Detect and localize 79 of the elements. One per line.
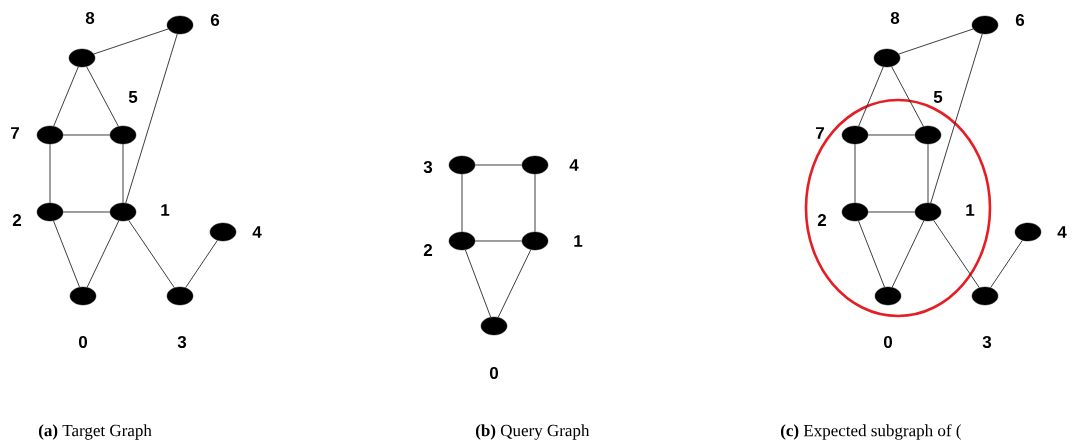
graph-vertex (1014, 222, 1042, 242)
graph-vertex (36, 202, 64, 222)
vertex-number: 2 (817, 214, 827, 226)
graph-vertex (166, 15, 194, 35)
edge-line (474, 240, 523, 242)
edge-line (53, 220, 80, 288)
vertex-number: 8 (890, 11, 900, 24)
edge-line (933, 219, 980, 289)
graph-vertex (448, 231, 476, 251)
graph-vertex (209, 222, 237, 242)
vertex-number: 1 (161, 204, 170, 216)
edge-line (867, 211, 916, 213)
edge-line (464, 249, 492, 318)
vertex-number: 3 (177, 335, 187, 348)
vertex-number: 0 (883, 335, 893, 348)
vertex-number: 4 (569, 159, 579, 171)
graph-vertex (873, 48, 901, 68)
graph-vertex (914, 202, 942, 222)
caption: (a) Target Graph (38, 424, 152, 440)
vertex-number: 6 (1015, 13, 1025, 26)
vertex-number: 6 (210, 13, 220, 26)
graph-vertex (841, 202, 869, 222)
edge-line (62, 134, 111, 136)
edge-line (867, 134, 916, 136)
vertex-number: 7 (11, 127, 19, 139)
vertex-number: 7 (816, 127, 824, 139)
caption: (b) Query Graph (475, 424, 590, 440)
graph-vertex (69, 286, 97, 306)
vertex-number: 4 (252, 226, 262, 238)
vertex-number: 5 (128, 91, 138, 103)
edge-line (497, 249, 532, 318)
edge-line (122, 143, 124, 204)
edge-line (927, 143, 929, 204)
edge-line (898, 28, 974, 55)
vertex-number: 3 (982, 335, 992, 348)
edge-line (534, 173, 536, 233)
graph-vertex (874, 286, 902, 306)
vertex-number: 3 (423, 160, 433, 173)
edge-line (990, 239, 1023, 289)
graph-vertex (109, 202, 137, 222)
graph-vertex (448, 155, 476, 175)
graph-vertex (109, 125, 137, 145)
graph-vertex (521, 155, 549, 175)
edge-line (854, 143, 856, 204)
edge-line (128, 219, 175, 289)
vertex-number: 8 (85, 11, 95, 24)
vertex-number: 5 (933, 91, 943, 103)
graph-vertex (68, 48, 96, 68)
vertex-number: 2 (12, 214, 22, 226)
edge-line (185, 239, 218, 289)
edge-line (858, 66, 884, 127)
graph-vertex (166, 286, 194, 306)
edge-line (891, 220, 925, 288)
edge-line (858, 220, 885, 288)
vertex-number: 4 (1057, 226, 1067, 238)
edge-line (53, 66, 79, 127)
edge-line (125, 33, 178, 204)
graph-vertex (480, 316, 508, 336)
vertex-number: 1 (574, 235, 583, 247)
edge-line (86, 66, 119, 127)
graph-vertex (841, 125, 869, 145)
vertex-number: 0 (78, 335, 88, 348)
edge-line (86, 220, 120, 288)
vertex-number: 1 (966, 204, 975, 216)
graph-vertex (914, 125, 942, 145)
graph-vertex (36, 125, 64, 145)
graph-vertex (971, 15, 999, 35)
vertex-number: 2 (423, 244, 433, 256)
graph-vertex (521, 231, 549, 251)
graph-vertex (971, 286, 999, 306)
vertex-number: 0 (489, 366, 499, 379)
edge-line (49, 143, 51, 204)
edge-line (930, 33, 983, 204)
edge-line (461, 173, 463, 233)
edge-line (62, 211, 111, 213)
caption: (c) Expected subgraph of ( (780, 424, 961, 440)
edge-line (891, 66, 924, 127)
edge-line (474, 164, 523, 166)
edge-line (93, 28, 169, 55)
